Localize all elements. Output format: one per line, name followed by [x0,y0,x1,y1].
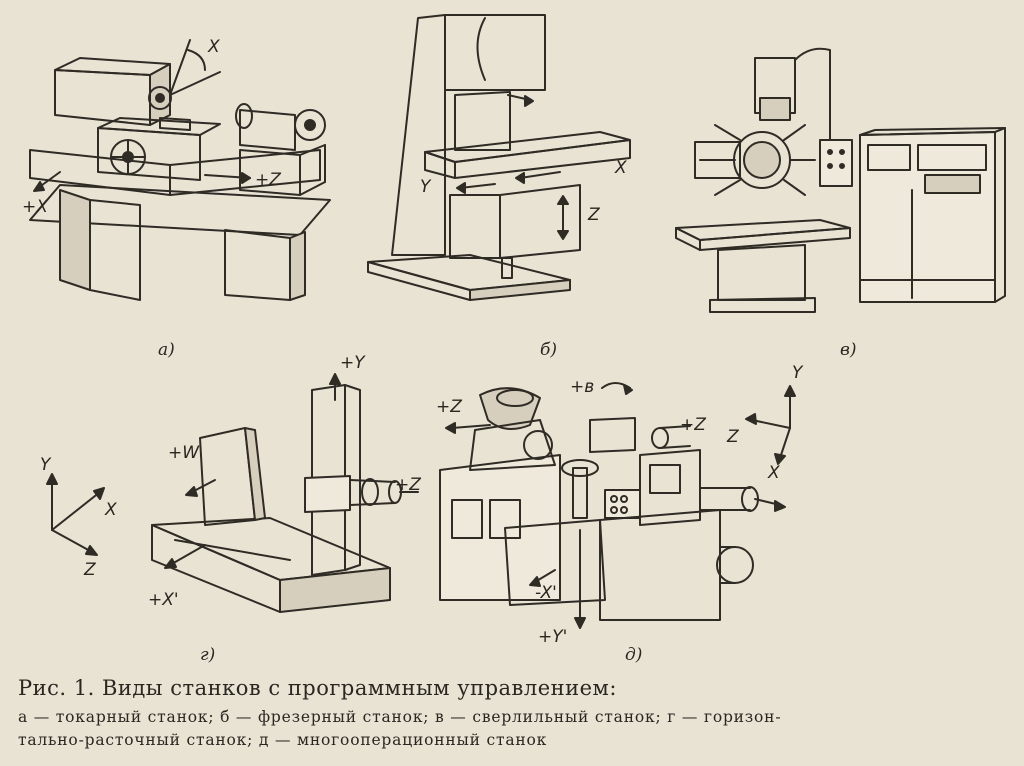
panel-a-label-plus-x: +X [22,197,48,217]
drill-column [754,47,853,187]
panel-g-boring: +Y +W +Z +X' г) [148,353,421,665]
triad-left-label-x: X [104,500,117,520]
mill-knee [449,184,581,279]
mc-control-panel [604,489,641,519]
panel-b-milling: Y X Z б) [367,14,631,360]
figure-caption-title: Рис. 1. Виды станков с программным управ… [18,676,617,700]
panel-v-drilling: в) [675,47,1006,360]
drill-table [675,219,851,313]
panel-b-label-z: Z [587,205,600,225]
panel-g-label-plus-x-prime: +X' [148,590,179,610]
panel-g-sublabel: г) [200,645,215,665]
mc-magazine [469,387,556,471]
panel-b-sublabel: б) [540,340,557,360]
panel-v-sublabel: в) [840,340,857,360]
panel-d-label-plus-v: +в [570,377,594,397]
panel-a-lathe: X +Z +X а) [22,37,331,360]
panel-d-label-plus-z-right: +Z [680,415,706,435]
mill-column [391,14,546,256]
figure-caption-line-2: тально-расточный станок; д — многооперац… [18,731,548,749]
mc-right-head [589,417,786,526]
triad-left-label-y: Y [40,455,52,475]
mc-base [599,509,754,621]
boring-spindle-head [304,475,419,513]
lathe-axis-arrows [33,39,251,192]
mc-axis-arrows [445,382,633,434]
panel-d-machining-center: +Z +в +Z -X' +Y' д) [436,377,786,665]
panel-g-label-plus-w: +W [168,443,200,463]
drill-control-cabinet [859,127,1006,303]
mill-table [424,131,631,194]
figure-drawing: X +Z +X а) [22,14,1006,665]
lathe-carriage [97,117,221,181]
panel-g-label-plus-y: +Y [340,353,366,373]
axis-triad-left: Y X Z [40,455,117,580]
panel-d-label-plus-z-left: +Z [436,397,462,417]
panel-d-label-minus-x-prime: -X' [535,583,557,603]
figure-caption-line-1: а — токарный станок; б — фрезерный стано… [18,708,782,726]
triad-right-label-y: Y [792,363,804,383]
panel-a-label-plus-z: +Z [255,170,281,190]
drill-turret [694,124,816,196]
panel-b-label-y: Y [420,177,432,197]
triad-right-label-z: Z [726,427,739,447]
panel-d-label-plus-y-prime: +Y' [538,627,567,647]
mc-center-block [504,459,606,629]
panel-a-sublabel: а) [158,340,175,360]
panel-b-label-x: X [614,158,627,178]
lathe-headstock [54,57,172,126]
mill-base [367,254,571,301]
mc-left-block [439,454,561,601]
panel-g-label-plus-z: +Z [395,475,421,495]
triad-left-label-z: Z [83,560,96,580]
axis-triad-right: Y Z X [726,363,804,483]
panel-a-label-x: X [207,37,220,57]
boring-bed [151,517,391,613]
boring-table [164,427,266,569]
triad-right-label-x: X [767,463,780,483]
panel-d-sublabel: д) [625,645,642,665]
lathe-bed [29,149,331,301]
